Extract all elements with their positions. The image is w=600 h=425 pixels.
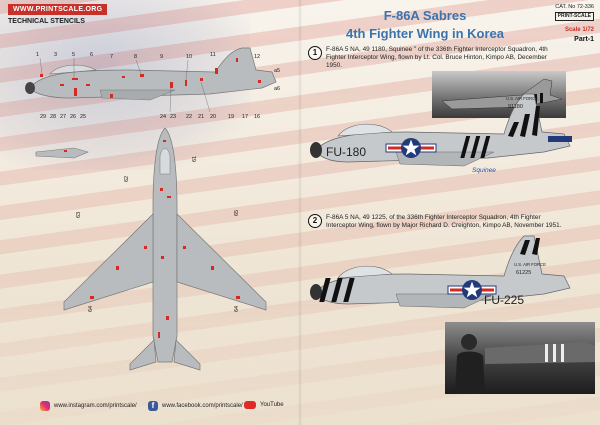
- youtube-link[interactable]: YouTube: [244, 401, 284, 409]
- tail-serial-1: 91180: [508, 104, 523, 110]
- top-wings: [63, 213, 267, 311]
- stencil-number: 17: [242, 114, 248, 120]
- p1-fuselage-stripes: [460, 136, 491, 158]
- top-stencils: [90, 140, 240, 338]
- buzz-number-1: FU-180: [326, 145, 366, 159]
- side-intake: [25, 82, 35, 94]
- profile-description-2: F-86A 5 NA, 49 1225, of the 336th Fighte…: [326, 214, 562, 229]
- profile-aircraft-2: FU-225 U.S. AIR FORCE 61225: [310, 235, 571, 309]
- stencil-number: 20: [210, 114, 216, 120]
- stencil-number: 8: [134, 54, 137, 60]
- section-label: TECHNICAL STENCILS: [8, 18, 85, 25]
- stencil-number: a5: [274, 68, 280, 74]
- nose-name-1: Squinee: [472, 167, 496, 174]
- catalog-number: CAT. No 72-336: [555, 4, 594, 10]
- stencil-number: 10: [186, 54, 192, 60]
- reference-photo-1: [432, 71, 566, 118]
- facebook-link[interactable]: f www.facebook.com/printscale/: [148, 401, 243, 411]
- stencil-number: 7: [110, 54, 113, 60]
- side-stencil-numbers: 1 3 5 6 7 8 9 10 11 12 a5 a6 29 28 27 26…: [36, 52, 280, 120]
- profile-marker-1: 1: [308, 46, 322, 60]
- stencil-number: 61: [192, 156, 198, 162]
- catalog-block: CAT. No 72-336 PRINT-SCALE: [554, 4, 594, 21]
- stencil-number: 1: [36, 52, 39, 58]
- tail-text-1: U.S. AIR FORCE: [506, 96, 538, 101]
- stencil-number: 64: [88, 306, 94, 312]
- p2-fuselage-stripes: [319, 278, 355, 302]
- facebook-url: www.facebook.com/printscale/: [162, 403, 243, 409]
- instagram-icon: [40, 401, 50, 411]
- facebook-icon: f: [148, 401, 158, 411]
- p2-insignia: [447, 280, 497, 300]
- profile-marker-2: 2: [308, 214, 322, 228]
- drop-tank-detail: [35, 147, 89, 159]
- stencil-number: a6: [274, 86, 280, 92]
- side-fuselage: [29, 47, 277, 99]
- stencil-number: 23: [170, 114, 176, 120]
- side-stencils: [40, 58, 261, 98]
- top-tailplane: [129, 339, 201, 371]
- p2-tail-stripes: [520, 238, 540, 255]
- brand-logo: PRINT-SCALE: [554, 12, 594, 21]
- top-stencil-numbers: 63 62 61 64 65 64: [76, 156, 240, 312]
- footer: www.instagram.com/printscale/ f www.face…: [0, 395, 600, 425]
- stencil-number: 24: [160, 114, 166, 120]
- p1-intake: [310, 142, 322, 158]
- stencil-side-view: 1 3 5 6 7 8 9 10 11 12 a5 a6 29 28 27 26…: [25, 47, 280, 120]
- stencil-number: 6: [90, 52, 93, 58]
- stencil-number: 64: [234, 306, 240, 312]
- stencil-number: 25: [80, 114, 86, 120]
- stencil-number: 28: [50, 114, 56, 120]
- stencil-number: 22: [186, 114, 192, 120]
- p1-canopy: [337, 123, 393, 137]
- youtube-label: YouTube: [260, 402, 284, 408]
- stencil-number: 62: [124, 176, 130, 182]
- stencil-number: 29: [40, 114, 46, 120]
- stencil-number: 16: [254, 114, 260, 120]
- stencil-number: 21: [198, 114, 204, 120]
- instagram-link[interactable]: www.instagram.com/printscale/: [40, 401, 137, 411]
- stencil-top-view: 63 62 61 64 65 64: [63, 127, 267, 371]
- p1-tail-stripes: [508, 106, 540, 137]
- stencil-number: 3: [54, 52, 57, 58]
- photo2-scene: [455, 334, 595, 394]
- stencil-number: 27: [60, 114, 66, 120]
- youtube-icon: [244, 401, 256, 409]
- page-fold: [298, 0, 302, 425]
- tail-serial-2: 61225: [516, 270, 531, 276]
- top-canopy: [159, 148, 171, 175]
- brand-url[interactable]: WWW.PRINTSCALE.ORG: [8, 4, 108, 15]
- buzz-number-2: FU-225: [484, 293, 524, 307]
- p2-canopy: [337, 265, 393, 279]
- stencil-number: 63: [76, 212, 82, 218]
- scale-label: Scale 1/72: [564, 27, 594, 33]
- p1-wing: [395, 151, 495, 167]
- stencil-number: 12: [254, 54, 260, 60]
- p1-insignia: [385, 138, 437, 158]
- reference-photo-2: [445, 322, 595, 394]
- tail-text-2: U.S. AIR FORCE: [514, 262, 546, 267]
- stencil-number: 11: [210, 52, 216, 58]
- instagram-url: www.instagram.com/printscale/: [54, 403, 137, 409]
- side-wing: [99, 89, 176, 101]
- side-leader-lines: [39, 57, 211, 113]
- profile-description-1: F-86A 5 NA, 49 1180, Squinee " of the 33…: [326, 46, 548, 69]
- stencil-number: 19: [228, 114, 234, 120]
- part-label: Part-1: [574, 36, 594, 43]
- profile-aircraft-1: FU-180 U.S. AIR FORCE 91180 Squinee: [310, 93, 572, 174]
- p1-fin-stripe: [548, 136, 572, 142]
- page-title: F-86A Sabres: [383, 8, 467, 23]
- stencil-number: 5: [72, 52, 75, 58]
- stencil-number: 65: [234, 210, 240, 216]
- page-subtitle: 4th Fighter Wing in Korea: [345, 26, 505, 41]
- p2-intake: [310, 284, 322, 300]
- stencil-number: 26: [70, 114, 76, 120]
- stencil-number: 9: [160, 54, 163, 60]
- top-fuselage: [152, 127, 178, 363]
